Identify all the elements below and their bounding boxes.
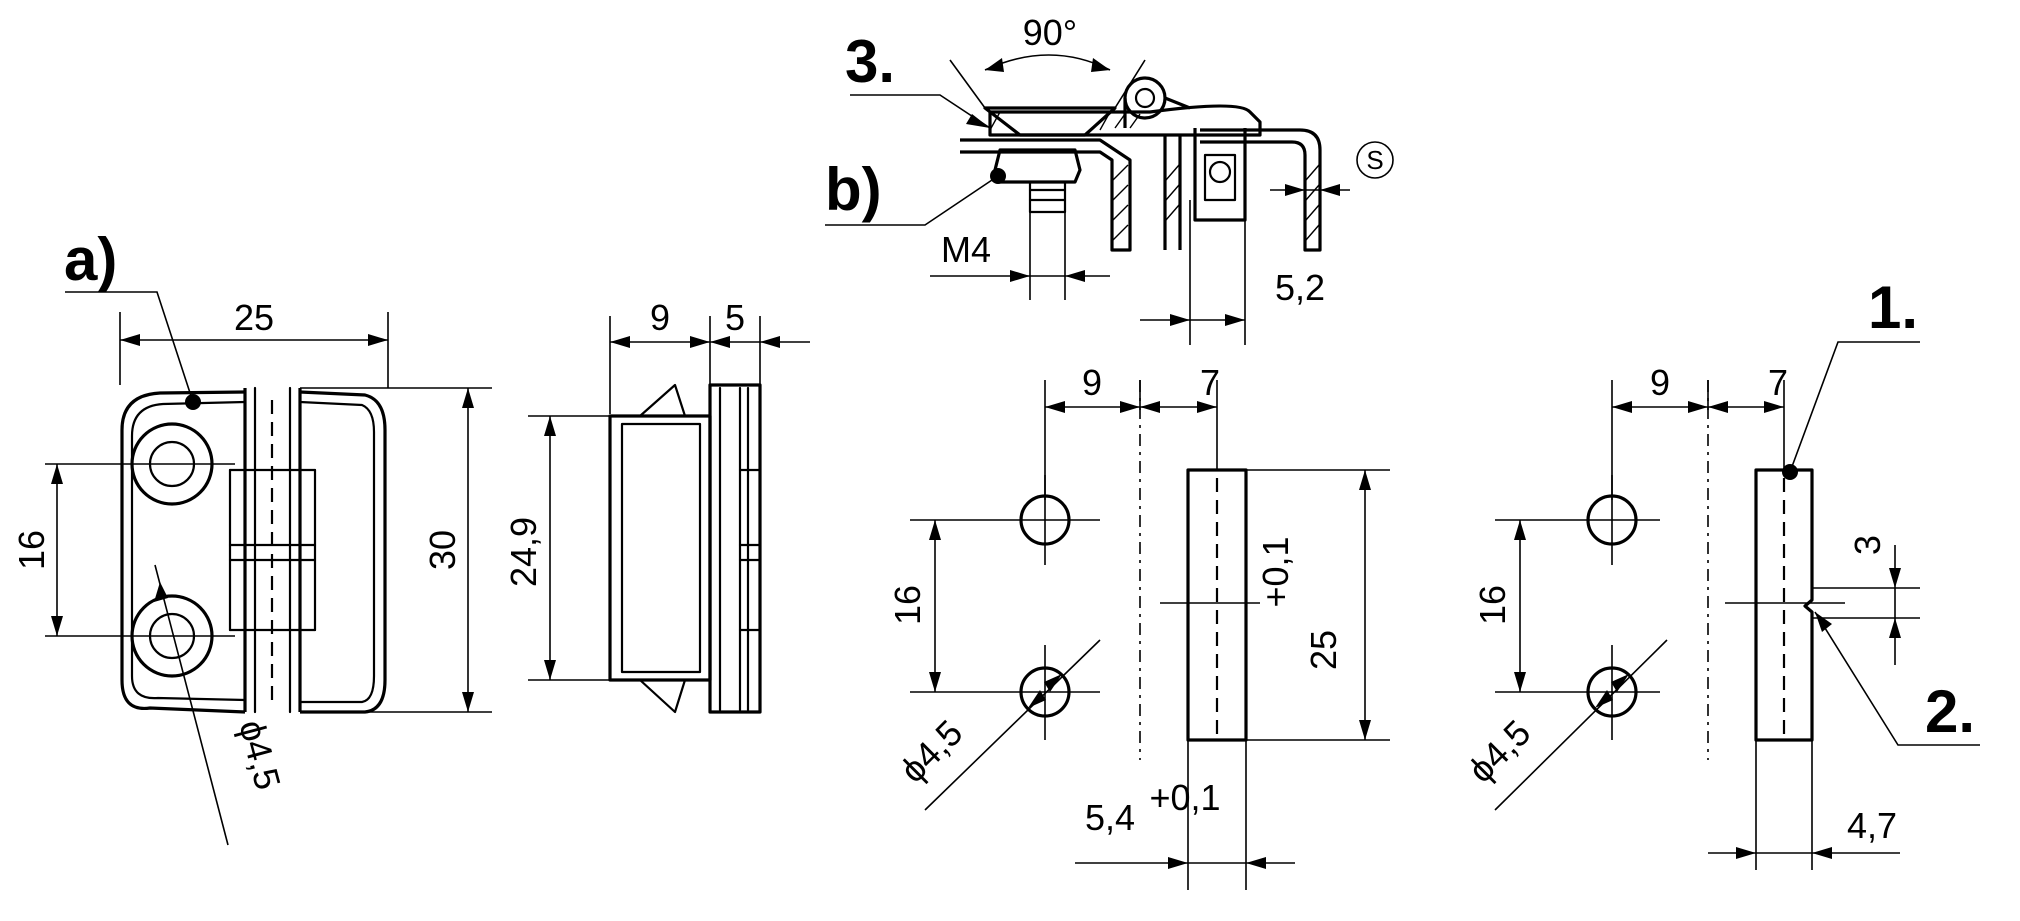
dimension-text: 9 [650, 297, 670, 338]
cutout1-hole-diameter-leader: ϕ4,5 [892, 639, 1101, 811]
view-a-hole-pitch-dimension: 16 [11, 464, 63, 636]
label-2-text: 2. [1925, 678, 1975, 745]
cutout1-slot-width-dimension: 5,4 +0,1 [1075, 740, 1295, 890]
dimension-text: 4,7 [1847, 805, 1897, 846]
label-b-text: b) [825, 156, 882, 223]
sheet-thickness-symbol: S [1270, 141, 1394, 196]
dimension-text: M4 [941, 229, 991, 270]
hinge-front-view [45, 386, 387, 714]
panel-cutout-2 [1565, 380, 1845, 760]
label-3-text: 3. [845, 28, 895, 95]
dimension-text: 30 [422, 530, 463, 570]
dimension-text: 24,9 [503, 517, 544, 587]
dimension-text: ϕ4,5 [892, 712, 971, 791]
dimension-text: 5 [725, 297, 745, 338]
cutout2-notch-dimension: 3 [1812, 535, 1920, 665]
hinge-side-view [608, 383, 762, 714]
cutout1-slot-length-dimension: 25 +0,1 [1246, 469, 1390, 741]
side-depth-dimensions: 9 5 [609, 297, 810, 414]
label-1: 1. [1782, 274, 1920, 480]
dimension-text: 25 [234, 297, 274, 338]
label-a: a) [64, 226, 201, 410]
dimension-text: +0,1 [1149, 777, 1220, 818]
dimension-text: 7 [1768, 362, 1788, 403]
dimension-text: 5,2 [1275, 267, 1325, 308]
cutout2-top-dimensions: 9 7 [1611, 362, 1788, 500]
dimension-text: ϕ4,5 [231, 716, 289, 794]
side-height-dimension: 24,9 [503, 415, 610, 681]
label-2: 2. [1814, 611, 1980, 746]
mounting-section-view: 90° [949, 12, 1322, 252]
dimension-text: 16 [11, 530, 52, 570]
cutout2-hole-pitch-dimension: 16 [1472, 519, 1565, 693]
dimension-text: 9 [1650, 362, 1670, 403]
dimension-text: +0,1 [1255, 536, 1296, 607]
label-a-text: a) [64, 226, 117, 293]
cutout1-hole-pitch-dimension: 16 [887, 519, 1000, 693]
dimension-text: 90° [1023, 12, 1077, 53]
cutout2-hole-diameter-leader: ϕ4,5 [1460, 639, 1668, 811]
view-a-hole-diameter-leader: ϕ4,5 [154, 564, 289, 846]
dimension-text: 16 [887, 585, 928, 625]
cutout2-slot-width-dimension: 4,7 [1708, 740, 1900, 870]
dimension-text: 7 [1200, 362, 1220, 403]
cutout1-top-dimensions: 9 7 [1044, 362, 1220, 500]
dimension-text: 16 [1472, 585, 1513, 625]
dimension-text: 3 [1847, 535, 1888, 555]
view-a-width-dimension: 25 [119, 297, 389, 388]
label-1-text: 1. [1868, 274, 1918, 341]
dimension-text: 9 [1082, 362, 1102, 403]
section-offset-dimension: 5,2 [1140, 200, 1325, 345]
dimension-text: 5,4 [1085, 797, 1135, 838]
label-3: 3. [845, 28, 991, 129]
label-b: b) [825, 156, 1006, 226]
section-thread-dimension: M4 [930, 212, 1110, 300]
view-a-height-dimension: 30 [300, 387, 492, 713]
dimension-text: 25 [1303, 630, 1344, 670]
dimension-text: S [1366, 145, 1383, 175]
